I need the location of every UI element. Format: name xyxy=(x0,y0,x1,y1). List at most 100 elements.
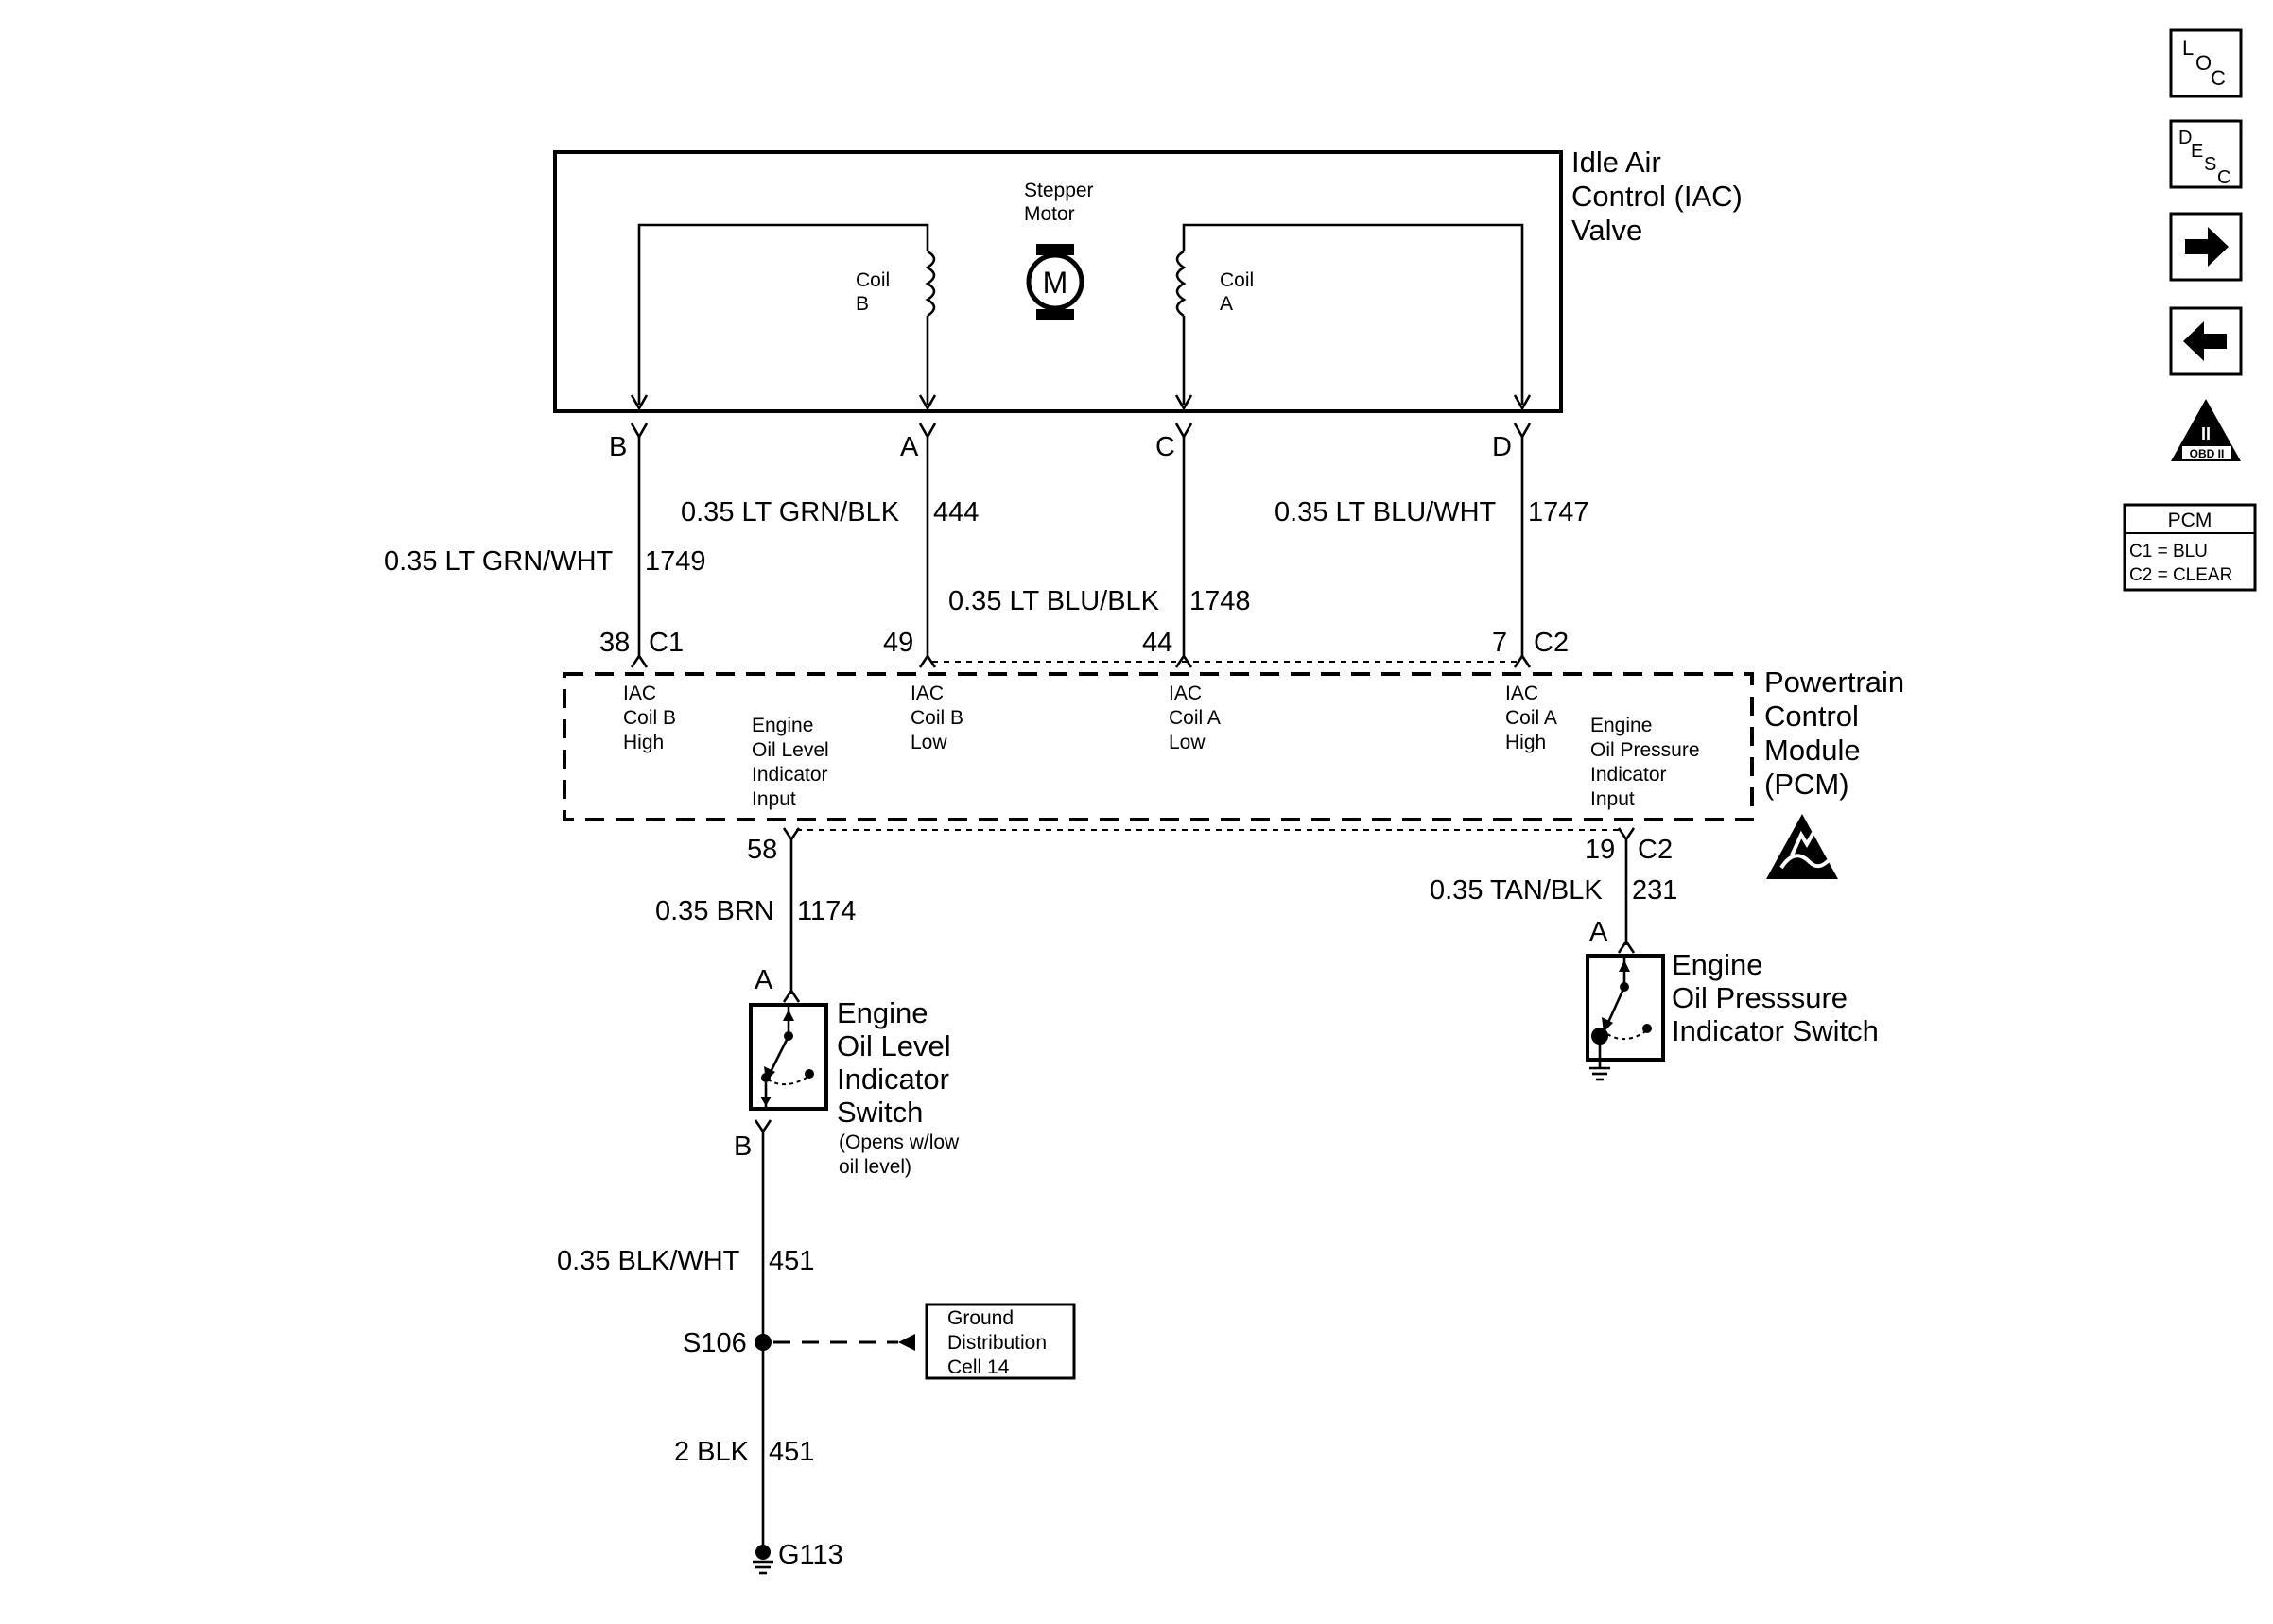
wire-1748-circuit: 1748 xyxy=(1189,586,1251,616)
pcm-pin-7: 7 xyxy=(1492,628,1507,658)
pcm-label-38-1: IAC xyxy=(623,682,656,704)
next-page-button[interactable] xyxy=(2169,212,2243,282)
pcm-label-38-2: Coil B xyxy=(623,707,676,729)
pcm-title-4: (PCM) xyxy=(1764,768,1849,801)
wire-1747-spec: 0.35 LT BLU/WHT xyxy=(1275,497,1497,527)
esd-warning-icon xyxy=(1766,814,1838,879)
pin-icon xyxy=(918,653,937,668)
oil-pressure-title-1: Engine xyxy=(1672,948,1763,981)
pcm-pin-38: 38 xyxy=(599,628,630,658)
oil-pressure-switch-icon xyxy=(1589,956,1652,1081)
terminal-icon xyxy=(1174,423,1193,440)
iac-terminal-a: A xyxy=(900,432,919,462)
wire-1748-spec: 0.35 LT BLU/BLK xyxy=(948,586,1160,616)
oil-pressure-terminal-a: A xyxy=(1589,917,1608,947)
pcm-title-2: Control xyxy=(1764,700,1859,733)
arrow-icon xyxy=(1174,394,1193,411)
stepper-motor-label-2: Motor xyxy=(1024,203,1075,225)
loc-letter-c: C xyxy=(2211,66,2226,90)
splice-icon xyxy=(755,1334,772,1351)
oil-level-note-2: oil level) xyxy=(839,1156,911,1178)
wire-451b-circuit: 451 xyxy=(769,1437,814,1467)
terminal-icon xyxy=(754,1119,772,1134)
pcm-title-1: Powertrain xyxy=(1764,665,1904,699)
pcm-label-19-2: Oil Pressure xyxy=(1590,739,1700,761)
arrow-left-icon xyxy=(2183,321,2227,361)
desc-letter-e: E xyxy=(2191,141,2203,162)
coil-b-wire xyxy=(637,223,929,405)
pcm-label-58-4: Input xyxy=(752,788,796,810)
splice-label: S106 xyxy=(683,1328,747,1358)
coil-b-winding xyxy=(925,250,936,318)
wire-1749-circuit: 1749 xyxy=(645,546,706,577)
pcm-label-58-1: Engine xyxy=(752,715,813,736)
stepper-motor-icon: M xyxy=(1026,244,1084,320)
terminal-icon xyxy=(918,423,937,440)
oil-level-switch-icon xyxy=(760,1005,814,1109)
terminal-icon xyxy=(630,423,649,440)
pin-icon xyxy=(630,653,649,668)
obd-warning-icon xyxy=(2171,399,2241,461)
coil-a-label-2: A xyxy=(1220,293,1233,315)
pcm-label-7-1: IAC xyxy=(1505,682,1538,704)
wire-451a-spec: 0.35 BLK/WHT xyxy=(557,1246,740,1276)
oil-level-terminal-a: A xyxy=(755,965,773,995)
ground-ref-line-1: Ground xyxy=(947,1307,1014,1329)
pcm-label-7-3: High xyxy=(1505,732,1546,753)
desc-letter-c: C xyxy=(2217,167,2230,188)
wire-1747-circuit: 1747 xyxy=(1528,497,1589,527)
ground-distribution-ref[interactable] xyxy=(925,1303,1076,1380)
pcm-legend-title: PCM xyxy=(2168,510,2212,531)
pcm-label-58-2: Oil Level xyxy=(752,739,829,761)
pcm-label-7-2: Coil A xyxy=(1505,707,1557,729)
oil-pressure-title-2: Oil Presssure xyxy=(1672,981,1848,1014)
oil-level-title-1: Engine xyxy=(837,996,928,1029)
pcm-conn-c1: C1 xyxy=(649,628,684,658)
coil-b-label-1: Coil xyxy=(856,269,890,291)
pcm-bottom-connector: 58 19 C2 xyxy=(747,827,1673,865)
iac-terminal-b: B xyxy=(609,432,627,462)
terminal-icon xyxy=(1513,423,1532,440)
desc-letter-s: S xyxy=(2204,154,2216,175)
iac-valve: Idle Air Control (IAC) Valve Coil B Coil… xyxy=(553,146,1743,413)
pin-icon xyxy=(1617,827,1636,842)
iac-valve-title-3: Valve xyxy=(1571,214,1642,247)
pcm-module: Powertrain Control Module (PCM) IAC Coil… xyxy=(563,665,1904,879)
location-button[interactable]: L O C xyxy=(2169,28,2243,98)
pcm-top-connector: 38 C1 49 44 7 C2 xyxy=(599,628,1569,668)
nav-panel: L O C D E S C II OBD II PCM xyxy=(2123,28,2257,592)
obd-label: OBD II xyxy=(2190,447,2225,460)
oil-level-title-3: Indicator xyxy=(837,1063,949,1096)
pcm-pin-49: 49 xyxy=(883,628,913,658)
obd-ii-button[interactable]: II OBD II xyxy=(2171,399,2241,461)
obd-roman: II xyxy=(2201,424,2211,443)
wire-231-spec: 0.35 TAN/BLK xyxy=(1430,875,1603,906)
previous-page-button[interactable] xyxy=(2169,306,2243,376)
wire-451b-spec: 2 BLK xyxy=(674,1437,750,1467)
wire-231-circuit: 231 xyxy=(1632,875,1677,906)
wire-1174-circuit: 1174 xyxy=(797,896,856,926)
motor-symbol: M xyxy=(1043,266,1068,300)
wire-451a-circuit: 451 xyxy=(769,1246,814,1276)
pcm-label-58-3: Indicator xyxy=(752,764,828,786)
pcm-label-19-3: Indicator xyxy=(1590,764,1667,786)
arrow-icon xyxy=(630,394,649,411)
pcm-label-44-1: IAC xyxy=(1169,682,1202,704)
pcm-label-49-3: Low xyxy=(911,732,947,753)
coil-a-label-1: Coil xyxy=(1220,269,1254,291)
loc-letter-o: O xyxy=(2195,51,2212,75)
terminal-icon xyxy=(782,988,801,1003)
pcm-title-3: Module xyxy=(1764,734,1861,767)
oil-level-terminal-b: B xyxy=(734,1132,752,1162)
pcm-connector-legend: PCM C1 = BLU C2 = CLEAR xyxy=(2123,503,2257,592)
pcm-label-19-1: Engine xyxy=(1590,715,1652,736)
wire-444-circuit: 444 xyxy=(933,497,979,527)
pcm-label-44-2: Coil A xyxy=(1169,707,1221,729)
description-button[interactable]: D E S C xyxy=(2169,119,2243,189)
iac-wires: 0.35 LT GRN/WHT 1749 0.35 LT GRN/BLK 444… xyxy=(384,437,1589,656)
wire-444-spec: 0.35 LT GRN/BLK xyxy=(681,497,900,527)
pcm-label-49-2: Coil B xyxy=(911,707,963,729)
coil-a-winding xyxy=(1175,250,1187,318)
pcm-label-19-4: Input xyxy=(1590,788,1635,810)
